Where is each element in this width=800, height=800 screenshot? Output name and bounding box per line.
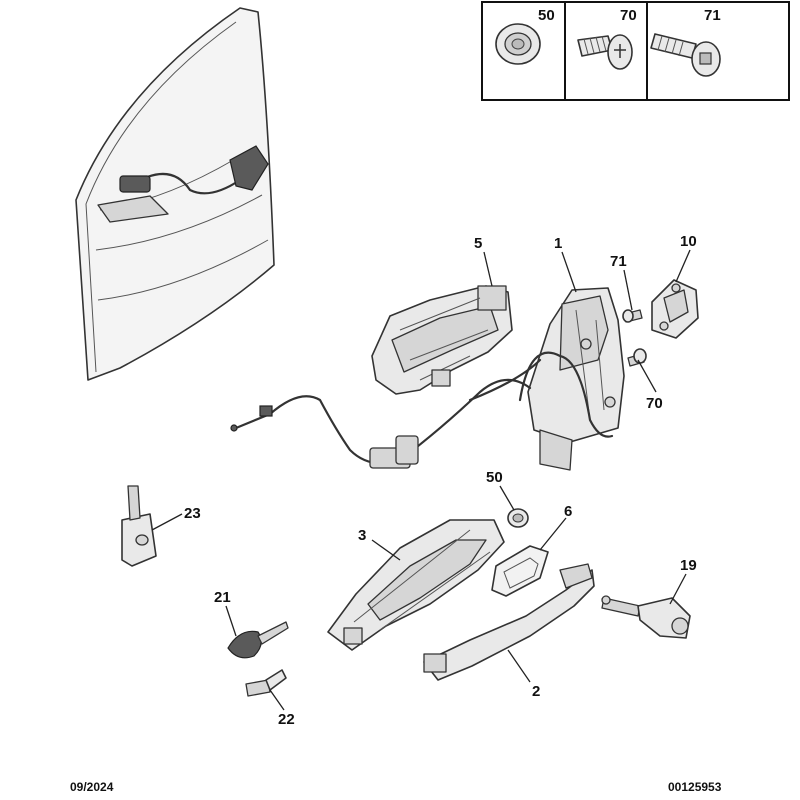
label-50: 50 <box>486 469 503 486</box>
part-22-key-blade <box>245 669 287 697</box>
callout-labels: 5 1 71 10 70 50 6 3 23 19 21 2 22 50 70 … <box>184 7 721 728</box>
part-10-striker <box>651 279 699 339</box>
footer-date: 09/2024 <box>70 780 114 794</box>
cable-assembly <box>230 351 614 469</box>
label-10: 10 <box>680 233 697 250</box>
label-6: 6 <box>564 503 572 520</box>
screw-70-small <box>627 348 647 367</box>
part-1-latch <box>527 287 625 471</box>
bolt-icon <box>650 33 721 77</box>
part-23-remote-key <box>121 485 157 567</box>
legend-box <box>481 1 790 101</box>
grommet-icon <box>495 23 541 65</box>
label-3: 3 <box>358 527 366 544</box>
leader-lines <box>151 249 691 711</box>
label-70: 70 <box>646 395 663 412</box>
screw-71-small <box>622 309 643 323</box>
screw-icon <box>577 34 633 70</box>
part-19-lock-cylinder <box>601 595 691 639</box>
label-2: 2 <box>532 683 540 700</box>
footer-doc-number: 00125953 <box>668 780 722 794</box>
label-23: 23 <box>184 505 201 522</box>
label-71: 71 <box>610 253 627 270</box>
label-19: 19 <box>680 557 697 574</box>
part-3-handle-bracket <box>327 519 505 651</box>
label-22: 22 <box>278 711 295 728</box>
legend-label-50: 50 <box>538 7 555 24</box>
legend-label-71: 71 <box>704 7 721 24</box>
part-6-gasket <box>491 545 549 597</box>
part-5-interior-housing <box>371 285 513 395</box>
part-50-grommet <box>507 508 529 528</box>
legend-label-70: 70 <box>620 7 637 24</box>
part-21-key-fob <box>227 621 289 659</box>
label-21: 21 <box>214 589 231 606</box>
label-5: 5 <box>474 235 482 252</box>
part-2-outer-handle <box>423 563 595 681</box>
label-1: 1 <box>554 235 562 252</box>
door-outline <box>75 7 275 381</box>
